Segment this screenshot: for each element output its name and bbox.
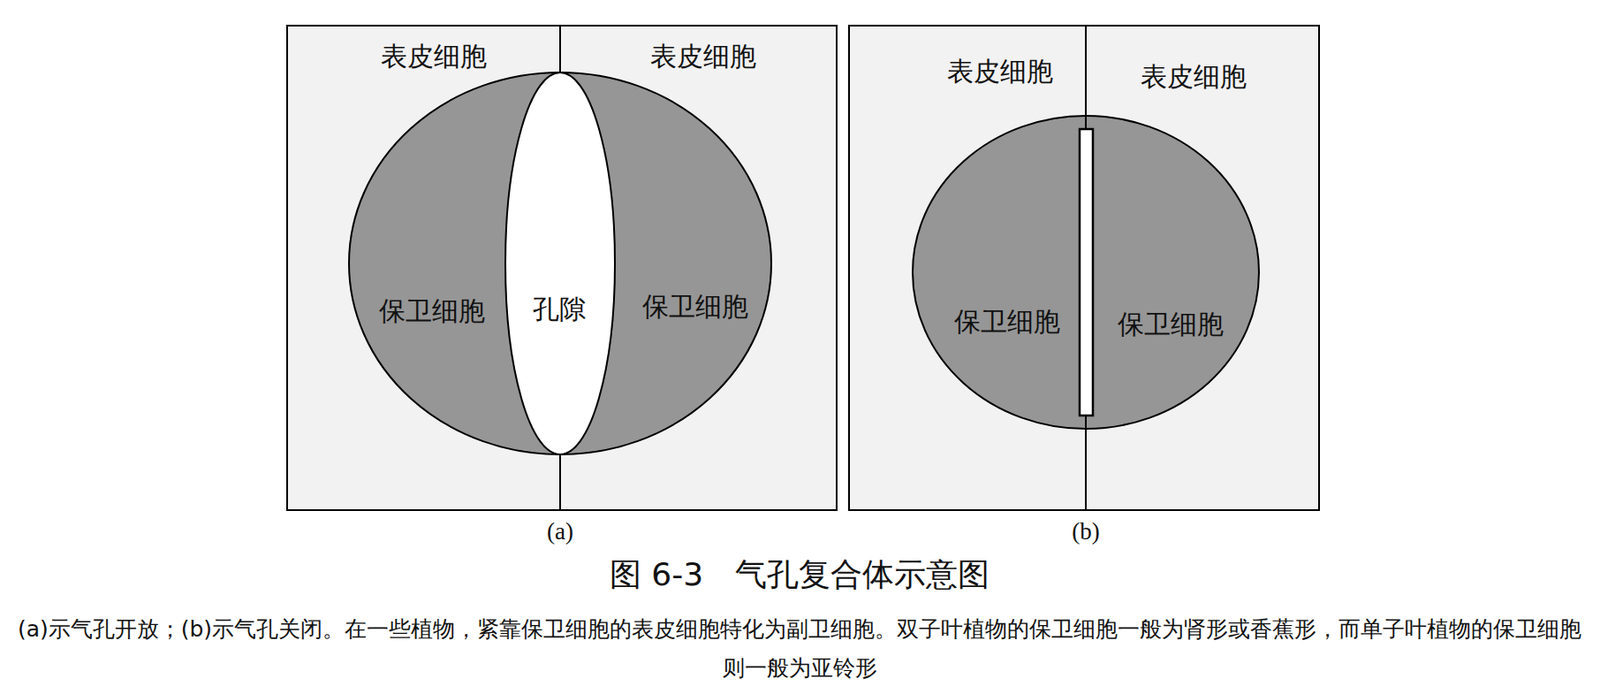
panel-frame bbox=[849, 25, 1320, 510]
pore-label: 孔隙 bbox=[532, 293, 586, 326]
cell-label: 保卫细胞 bbox=[642, 290, 749, 323]
cell-label: 保卫细胞 bbox=[1117, 308, 1224, 341]
cell-label: 表皮细胞 bbox=[650, 40, 757, 73]
closed-pore bbox=[1079, 128, 1093, 416]
stomatal-pore bbox=[505, 72, 615, 455]
panel-frame bbox=[287, 25, 837, 510]
guard-cells bbox=[348, 72, 772, 455]
cell-label: 表皮细胞 bbox=[947, 55, 1054, 88]
panel-label: (a) bbox=[546, 516, 574, 546]
cell-label: 表皮细胞 bbox=[1140, 60, 1247, 93]
figure-title: 图 6-3 气孔复合体示意图 bbox=[609, 554, 990, 593]
cell-label: 保卫细胞 bbox=[954, 305, 1061, 338]
panel-label: (b) bbox=[1071, 516, 1100, 546]
cell-label: 保卫细胞 bbox=[379, 295, 486, 327]
cell-label: 表皮细胞 bbox=[380, 40, 487, 73]
guard-cells bbox=[912, 115, 1259, 429]
figure-caption: (a)示气孔开放；(b)示气孔关闭。在一些植物，紧靠保卫细胞的表皮细胞特化为副卫… bbox=[8, 609, 1591, 688]
